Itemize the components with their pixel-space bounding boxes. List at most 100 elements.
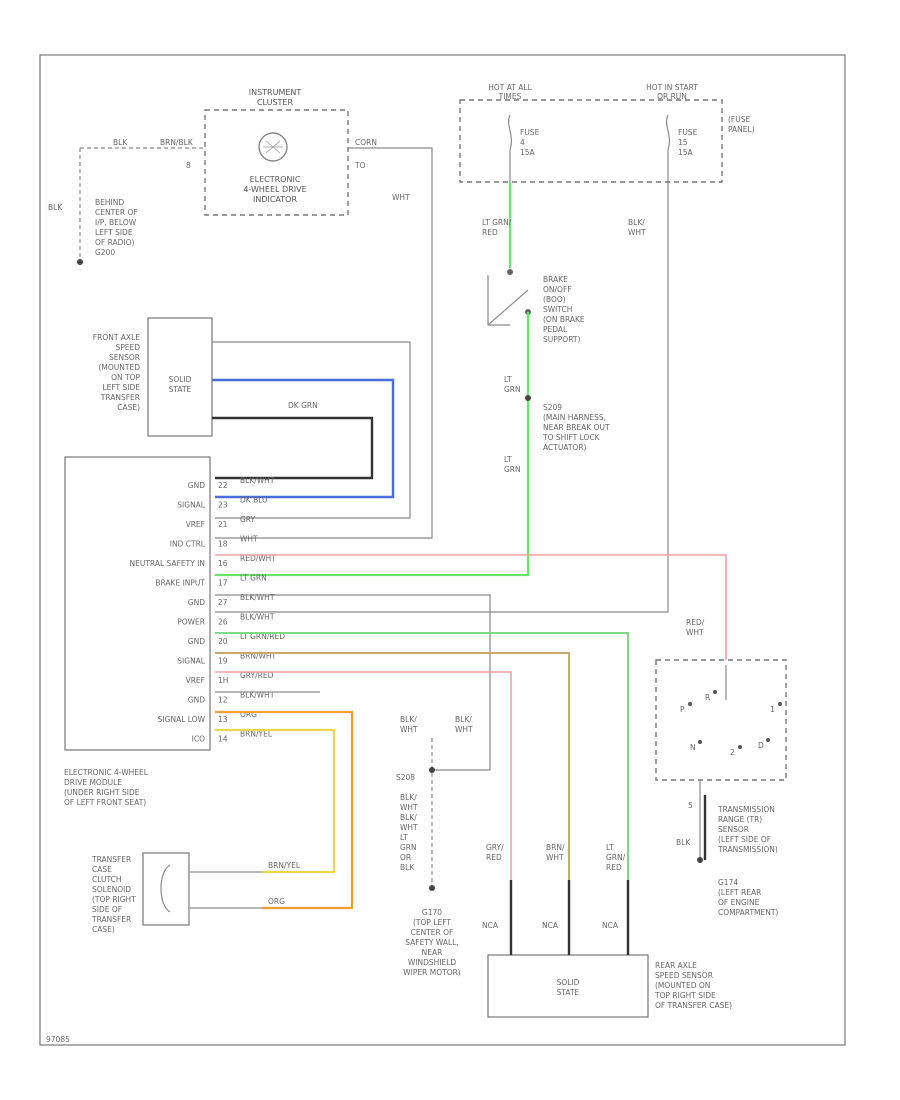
module-pin-name: POWER [177,618,205,627]
text-line: S209 [543,403,562,412]
text-line: SOLID [169,375,192,384]
text-line: LEFT SIDE [95,228,133,237]
text-line: WHT [455,725,473,734]
text-line: 4 [520,138,525,147]
text-line: RED [486,853,502,862]
frame [39,54,846,1046]
text-line: (TOP RIGHT [92,895,136,904]
cluster-pin-right: TO [354,161,366,170]
text-line: BRAKE [543,275,568,284]
text-line: 15 [678,138,688,147]
text-line: TRANSFER [91,855,131,864]
rear-wire-color-label: BRN/WHT [546,843,565,862]
text-line: BLK [400,863,415,872]
front-sensor-box [147,317,213,437]
fuse-15-icon [665,114,671,182]
text-line: HOT AT ALL [488,83,532,92]
text-line: GRY/ [486,843,504,852]
text-line: SENSOR [718,825,749,834]
rear-signal-wire [215,652,570,880]
text-line: WHT [400,823,418,832]
text-line: WIPER MOTOR) [403,968,461,977]
text-line: FUSE [678,128,698,137]
nca-label: NCA [542,921,559,930]
text-line: OF TRANSFER CASE) [655,1001,732,1010]
indicator-lamp-icon [258,132,288,162]
s208-tag: S208 [396,773,415,782]
text-line: RANGE (TR) [718,815,762,824]
text-line: WHT [628,228,646,237]
text-line: REAR AXLE [655,961,697,970]
module-pin-number: 27 [218,598,228,607]
module-pin-wire: DK BLU [240,496,268,505]
module-pin-number: 14 [218,735,228,744]
blk-wht-power-label: BLK/WHT [628,218,646,237]
text-line: TRANSMISSION) [717,845,778,854]
rear-gnd-wire [215,632,629,880]
text-line: GRN [400,843,417,852]
module-pin-name: GND [188,696,205,705]
text-line: ON/OFF [543,285,572,294]
text-line: (MOUNTED [99,363,141,372]
module-pin-wire: BLK/WHT [240,593,275,602]
tr-position-letter: N [690,743,696,752]
text-line: BLK/ [400,813,417,822]
text-line: WHT [400,725,418,734]
tr-position-letter: 1 [770,705,775,714]
text-line: CASE [92,865,112,874]
text-line: CENTER OF [95,208,138,217]
module-pin-wire: BLK/WHT [240,476,275,485]
text-line: RED [606,863,622,872]
text-line: (TOP LEFT [413,918,451,927]
text-line: WHT [546,853,564,862]
module-pin-number: 20 [218,637,228,646]
text-line: SUPPORT) [543,335,580,344]
text-line: PEDAL [543,325,568,334]
text-line: CENTER OF [411,928,454,937]
text-line: (LEFT REAR [718,888,761,897]
text-line: BLK/ [628,218,645,227]
s208-right-top-label: BLK/WHT [455,715,473,734]
lamp-filament-icon [263,140,283,154]
tr-sensor-wire-top-label: RED/WHT [686,618,705,637]
module-pin-number: 1H [218,676,228,685]
text-line: ELECTRONIC 4-WHEEL [64,768,149,777]
ground-g174-icon [697,857,703,863]
splice-s209-icon [525,395,531,401]
module-pin-number: 13 [218,715,228,724]
nca-label: NCA [482,921,499,930]
rear-wire-color-label: GRY/RED [486,843,504,862]
transfer-wire-2: ORG [268,897,285,906]
s208-left-top-label: BLK/WHT [400,715,418,734]
tr-position-letter: 2 [730,748,735,757]
text-line: TRANSFER [100,393,140,402]
rear-sensor-leads [509,880,630,955]
text-line: SWITCH [543,305,572,314]
text-line: GRN/ [606,853,626,862]
module-pin-name: BRAKE INPUT [155,579,205,588]
text-line: COMPARTMENT) [718,908,778,917]
module-box [64,456,211,751]
tr-contact-dot [713,690,717,694]
wht-wire-label: WHT [392,193,410,202]
text-line: (LEFT SIDE OF [718,835,771,844]
cluster-title-2: CLUSTER [257,98,294,107]
text-line: G200 [95,248,115,257]
text-line: ACTUATOR) [543,443,587,452]
ind-ctrl-wire [215,147,433,539]
text-line: SIDE OF [92,905,122,914]
module-pin-wire: BLK/WHT [240,691,275,700]
text-line: G170 [422,908,442,917]
text-line: 15A [520,148,536,157]
module-pin-wire: BRN/YEL [240,730,273,739]
brake-switch-terminal-top [507,269,513,275]
